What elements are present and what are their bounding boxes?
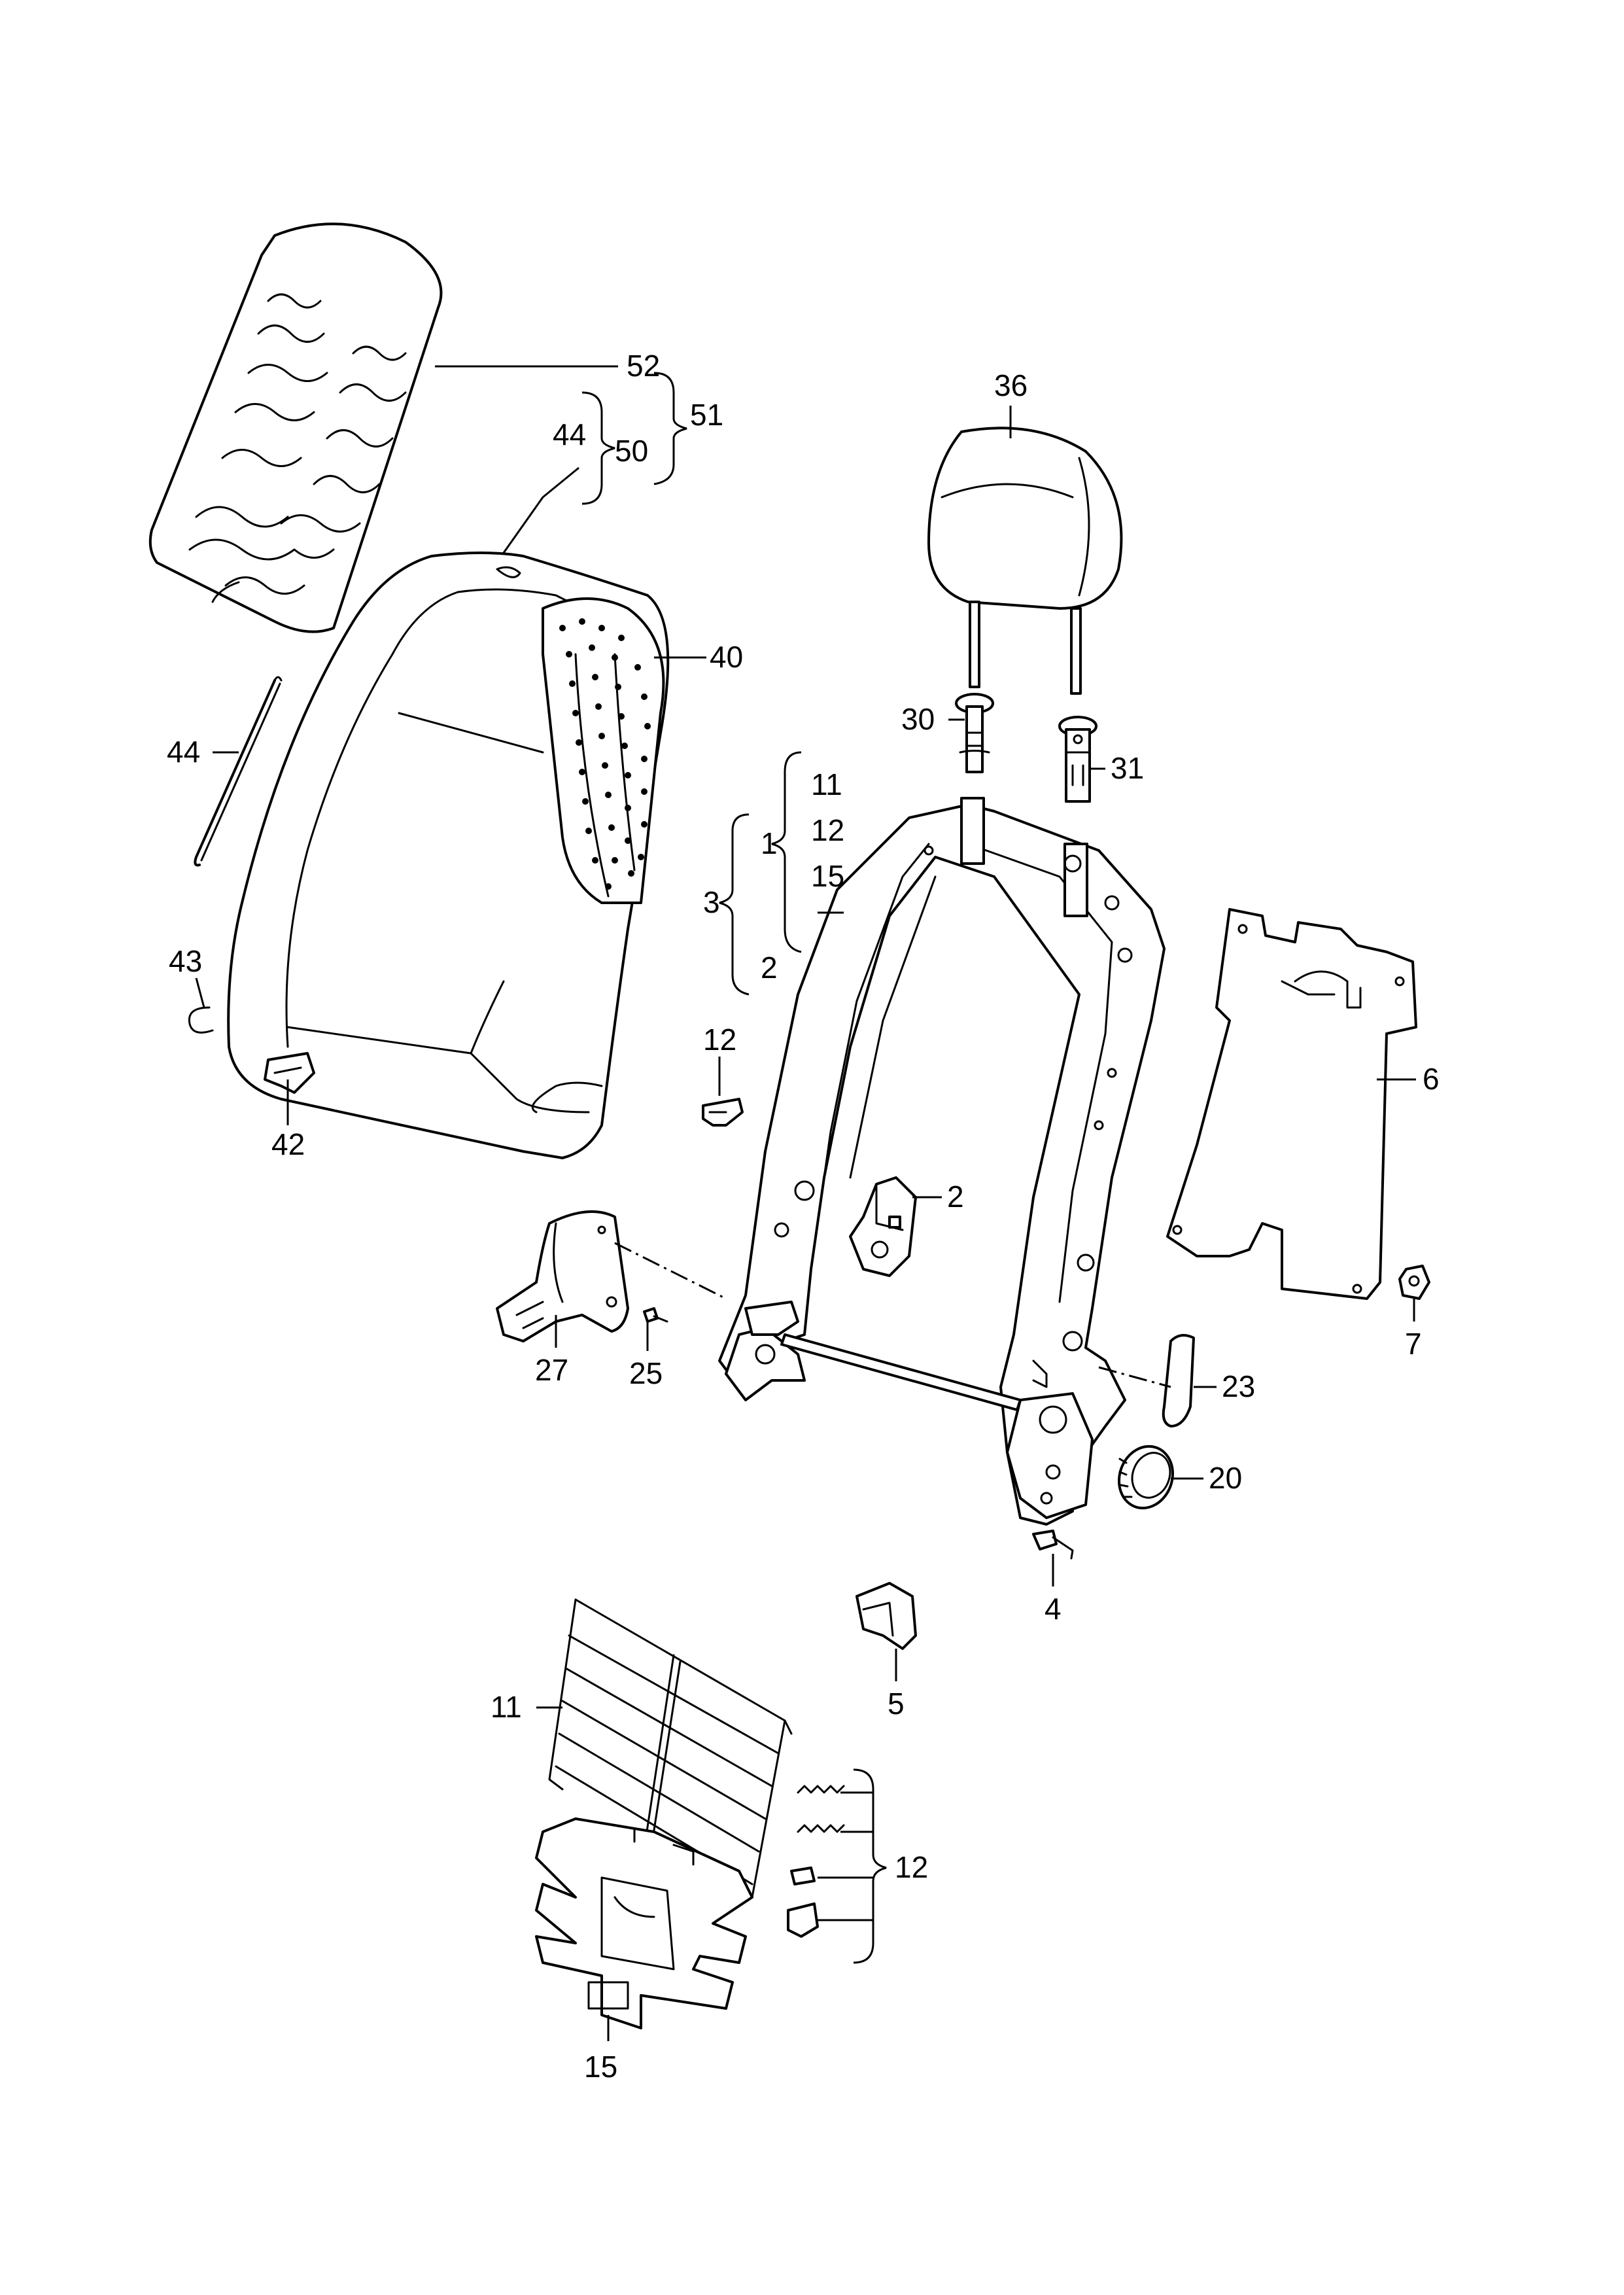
callout-43: 43 <box>169 944 202 978</box>
callout-23: 23 <box>1222 1369 1255 1403</box>
bracket-group-12 <box>853 1768 887 1964</box>
callout-31: 31 <box>1111 751 1144 785</box>
callout-2-motor: 2 <box>947 1180 964 1214</box>
callout-20: 20 <box>1209 1461 1242 1495</box>
clip-part-12 <box>702 1098 744 1127</box>
callout-7: 7 <box>1405 1327 1422 1361</box>
callout-44-left: 44 <box>167 735 200 769</box>
side-trim-part-27 <box>496 1210 629 1342</box>
assembly-axes <box>614 1242 1171 1388</box>
callout-6: 6 <box>1423 1062 1440 1096</box>
heating-pad-part-52 <box>148 222 443 633</box>
callout-42: 42 <box>271 1127 305 1161</box>
lumbar-plate-part-15 <box>535 1817 753 2029</box>
backrest-cover-part-40 <box>227 552 670 1159</box>
rear-panel-part-6 <box>1166 908 1417 1300</box>
lever-part-23 <box>1162 1334 1195 1428</box>
callout-11-top: 11 <box>811 767 842 801</box>
callout-5: 5 <box>888 1687 905 1721</box>
leader-lines <box>195 365 1416 2041</box>
callout-52: 52 <box>627 349 660 383</box>
callout-12-kit: 12 <box>895 1850 928 1884</box>
callout-labels: 52 51 44 50 40 44 43 42 36 30 31 11 12 1… <box>167 349 1440 2084</box>
callout-30: 30 <box>901 702 935 736</box>
callout-44-top: 44 <box>553 417 586 451</box>
callout-27: 27 <box>535 1353 568 1387</box>
bracket-group-51 <box>581 372 687 505</box>
cover-cap-part-5 <box>855 1582 917 1650</box>
callout-40: 40 <box>710 640 743 674</box>
nut-part-7 <box>1398 1265 1430 1300</box>
callout-15-plate: 15 <box>584 2050 617 2084</box>
bracket-group-3 <box>719 751 802 996</box>
clip-ring-part-43 <box>188 1006 214 1034</box>
callout-12-clip: 12 <box>703 1023 736 1057</box>
callout-36: 36 <box>994 368 1028 402</box>
callout-2-bracket: 2 <box>761 951 778 985</box>
backrest-frame-part-1 <box>718 797 1166 1526</box>
wire-rod-part-44 <box>194 676 283 867</box>
callout-1: 1 <box>761 826 778 860</box>
knob-part-20 <box>1117 1445 1175 1510</box>
headrest-part-36 <box>927 427 1123 695</box>
motor-part-2 <box>849 1176 917 1277</box>
callout-15-top: 15 <box>811 859 844 893</box>
guide-sleeve-part-30 <box>955 693 994 773</box>
bolt-part-4 <box>1032 1530 1074 1560</box>
callout-3: 3 <box>703 885 720 919</box>
clip-part-42 <box>264 1052 315 1094</box>
callout-11-mat: 11 <box>491 1690 522 1724</box>
callout-4: 4 <box>1045 1592 1062 1626</box>
callout-25: 25 <box>629 1356 663 1390</box>
callout-51: 51 <box>690 398 723 432</box>
callout-50: 50 <box>615 434 648 468</box>
spring-clip-kit-part-12 <box>787 1785 845 1938</box>
screw-part-25 <box>643 1307 668 1323</box>
guide-sleeve-part-31 <box>1058 716 1097 803</box>
callout-12-top: 12 <box>811 813 844 847</box>
